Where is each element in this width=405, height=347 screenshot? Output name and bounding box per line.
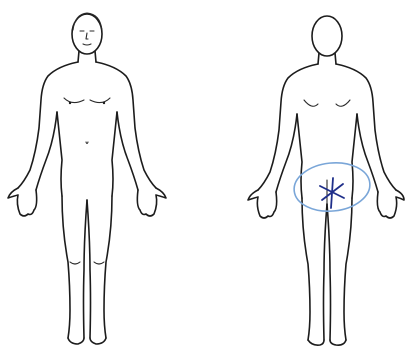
front-right-arm-outer — [96, 62, 156, 188]
front-left-nipple — [69, 102, 71, 104]
front-hair — [73, 13, 102, 30]
front-chest — [64, 98, 110, 103]
front-left-hand — [8, 188, 37, 216]
back-left-hand — [248, 190, 277, 218]
back-right-hand — [377, 190, 404, 218]
front-left-arm-outer — [18, 62, 78, 188]
front-face — [80, 31, 94, 45]
front-navel — [86, 142, 88, 144]
front-right-foot — [90, 338, 106, 344]
front-torso-left — [57, 112, 62, 196]
back-scapulae — [304, 100, 350, 106]
back-left-leg-outer — [302, 198, 310, 340]
back-right-leg-inner — [327, 204, 331, 340]
back-right-leg-outer — [344, 198, 352, 340]
back-right-arm-outer — [336, 64, 396, 190]
back-head — [312, 16, 342, 56]
front-torso-right — [112, 112, 117, 196]
back-torso-left — [297, 114, 302, 198]
back-torso-right — [352, 114, 357, 198]
front-right-hand — [137, 188, 166, 216]
front-left-leg-outer — [62, 196, 70, 338]
front-knees — [70, 262, 104, 264]
front-left-foot — [68, 338, 84, 344]
back-left-foot — [308, 340, 324, 345]
asterisk-stroke-3 — [331, 178, 333, 208]
back-right-foot — [330, 340, 346, 345]
front-left-leg-inner — [84, 200, 88, 338]
pain-annotation — [292, 159, 373, 215]
front-right-leg-outer — [104, 196, 112, 338]
back-left-leg-inner — [324, 204, 328, 340]
front-body-figure — [8, 13, 166, 344]
back-left-arm-outer — [258, 64, 318, 190]
front-right-nipple — [103, 102, 105, 104]
pain-point-asterisk — [320, 178, 344, 208]
back-body-figure — [248, 16, 404, 345]
front-right-leg-inner — [87, 200, 91, 338]
